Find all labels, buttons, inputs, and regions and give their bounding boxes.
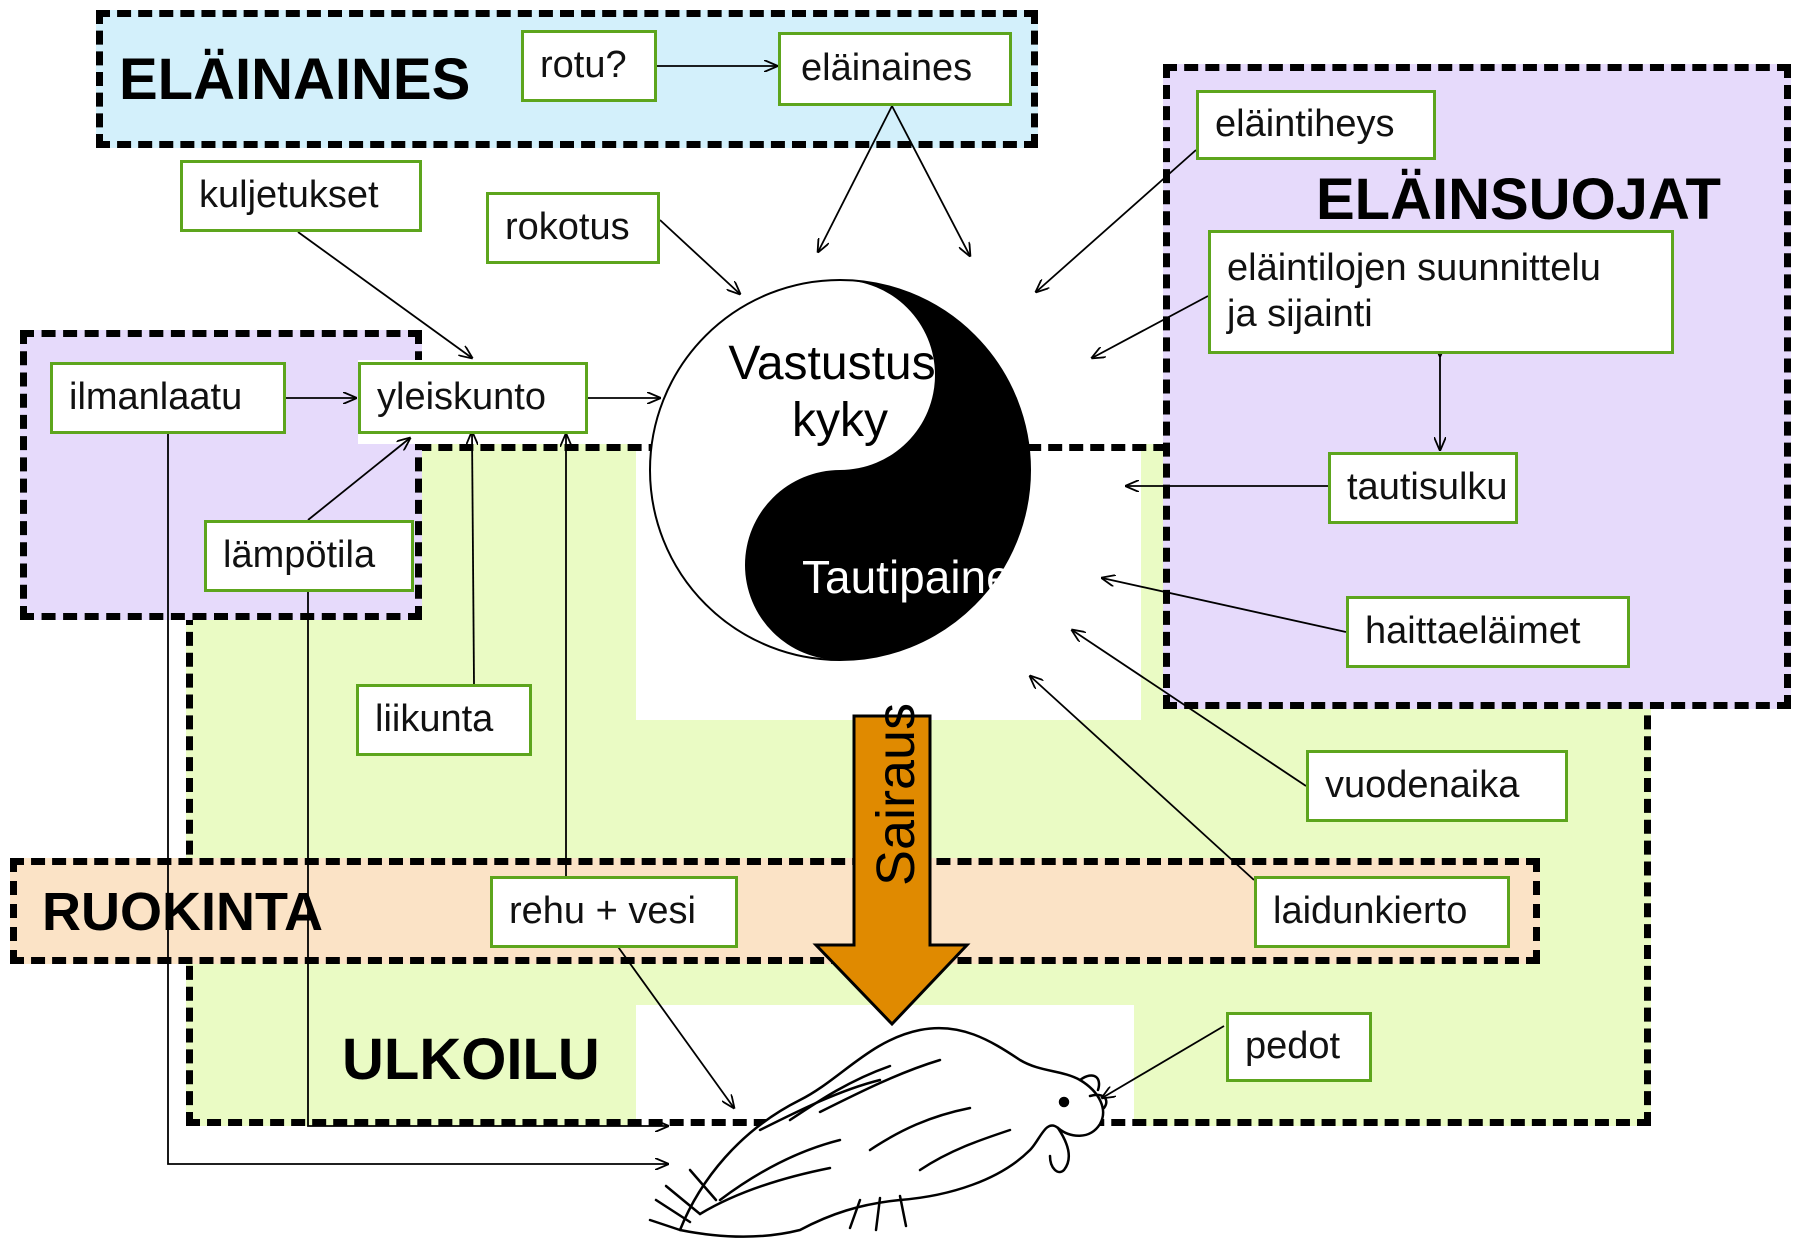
- factor-liikunta: liikunta: [356, 684, 532, 756]
- region-title-elainaines: ELÄINAINES: [119, 47, 471, 112]
- yin-yang-icon: [649, 279, 1031, 661]
- arrow-ilmanlaatu-chicken: [167, 430, 668, 1164]
- arrow-rokotus: [659, 219, 740, 294]
- factor-lampotila: lämpötila: [204, 520, 414, 592]
- arrow-laidunkierto: [1030, 676, 1255, 881]
- factor-rotu: rotu?: [521, 30, 657, 102]
- arrow-elainaines-left: [818, 105, 893, 252]
- illness-label: Sairaus: [866, 702, 926, 886]
- factor-rehu-vesi: rehu + vesi: [490, 876, 738, 948]
- arrow-elaintiheys: [1036, 149, 1197, 292]
- factor-kuljetukset: kuljetukset: [180, 160, 422, 232]
- arrow-lampotila-chicken: [307, 590, 668, 1126]
- region-title-ruokinta: RUOKINTA: [42, 882, 323, 942]
- arrow-lampotila: [307, 438, 410, 521]
- factor-haittaelaimet: haittaeläimet: [1346, 596, 1630, 668]
- arrow-rehu-chicken: [615, 943, 734, 1108]
- factor-yleiskunto: yleiskunto: [358, 362, 588, 434]
- disease-pressure-label: Tautipaine: [802, 551, 1012, 603]
- factor-elaintiheys: eläintiheys: [1196, 90, 1436, 160]
- arrow-suunnittelu: [1092, 295, 1209, 358]
- factor-ilmanlaatu: ilmanlaatu: [50, 362, 286, 434]
- arrow-pedot: [1102, 1025, 1225, 1098]
- arrow-kuljetukset: [297, 231, 472, 358]
- arrow-vuodenaika: [1072, 630, 1307, 787]
- dead-chicken-icon: [648, 1026, 1108, 1238]
- down-arrow-icon: [812, 714, 971, 1027]
- factor-elainaines: eläinaines: [778, 32, 1012, 106]
- factor-rokotus: rokotus: [486, 192, 660, 264]
- region-title-ulkoilu: ULKOILU: [342, 1027, 600, 1092]
- resistance-label: Vastustus- kyky: [728, 337, 952, 447]
- factor-suunnittelu: eläintilojen suunnittelu ja sijainti: [1208, 230, 1674, 354]
- factor-laidunkierto: laidunkierto: [1254, 876, 1510, 948]
- arrow-elainaines-right: [891, 105, 970, 256]
- arrow-haittaelaimet: [1102, 578, 1347, 633]
- arrow-liikunta: [472, 432, 474, 685]
- factor-tautisulku: tautisulku: [1328, 452, 1518, 524]
- factor-pedot: pedot: [1226, 1012, 1372, 1082]
- factor-vuodenaika: vuodenaika: [1306, 750, 1568, 822]
- region-title-elainsuojat: ELÄINSUOJAT: [1316, 167, 1721, 232]
